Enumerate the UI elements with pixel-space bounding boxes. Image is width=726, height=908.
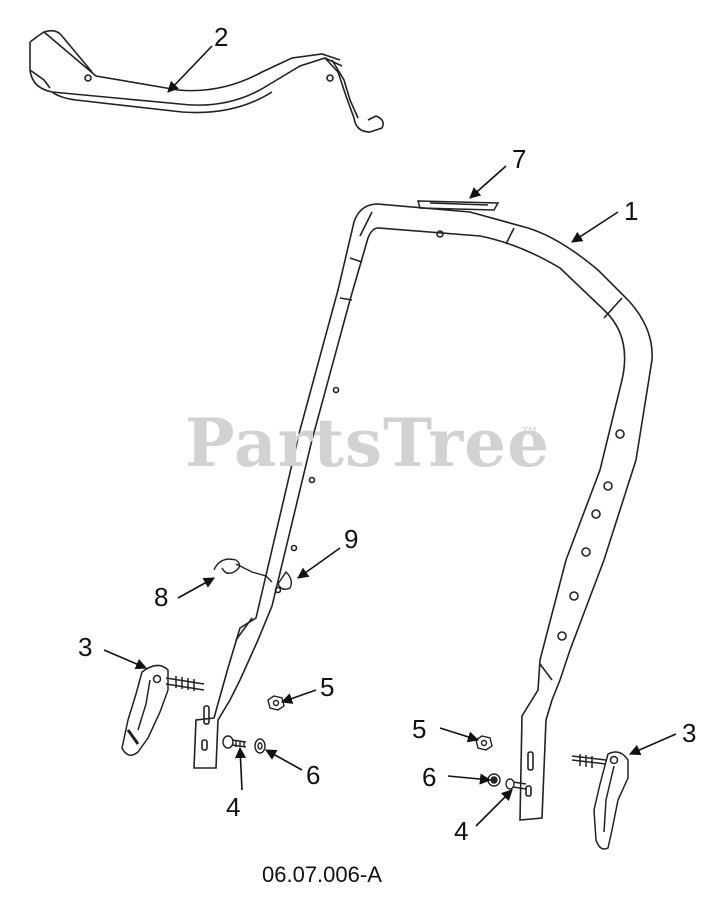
leader-1 [571,211,619,243]
leader-5-left [280,689,317,704]
watermark-trademark: TM [522,426,537,437]
callout-8: 8 [154,582,169,612]
handle-grip-pad [416,200,500,211]
leader-4-right [475,789,513,827]
operator-control-bail [29,29,384,133]
leader-7 [469,165,507,199]
carriage-bolt-left [222,735,247,749]
callout-leaders [103,45,677,827]
handle-knob-right [571,751,629,850]
callout-4-right: 4 [454,816,469,846]
callout-4-left: 4 [226,792,241,822]
main-handle [193,203,653,821]
callout-9: 9 [344,524,359,554]
leader-9 [297,547,341,579]
leader-3-right [628,733,677,756]
callout-3-right: 3 [682,718,697,748]
leader-6-left [265,749,303,771]
hex-nut-right [475,735,493,751]
watermark-logo: PartsTree [185,404,551,482]
callout-6-right: 6 [422,762,437,792]
leader-5-right [439,727,480,743]
handle-knob-left [121,664,205,756]
drawing-reference-code: 06.07.006-A [262,862,382,887]
leader-6-right [447,773,492,785]
callout-2: 2 [214,22,229,52]
washer-left [254,738,266,754]
callout-6-left: 6 [306,760,321,790]
callout-7: 7 [512,144,527,174]
callout-3-left: 3 [78,632,93,662]
leader-4-left [234,746,247,791]
cable-loop-and-tie [213,558,293,591]
leader-2 [167,45,213,93]
hex-nut-left [267,695,285,711]
callout-1: 1 [624,196,639,226]
callout-5-left: 5 [320,672,335,702]
leader-3-left [103,649,148,670]
leader-8 [177,577,215,599]
carriage-bolt-right [505,778,527,790]
callout-5-right: 5 [412,714,427,744]
